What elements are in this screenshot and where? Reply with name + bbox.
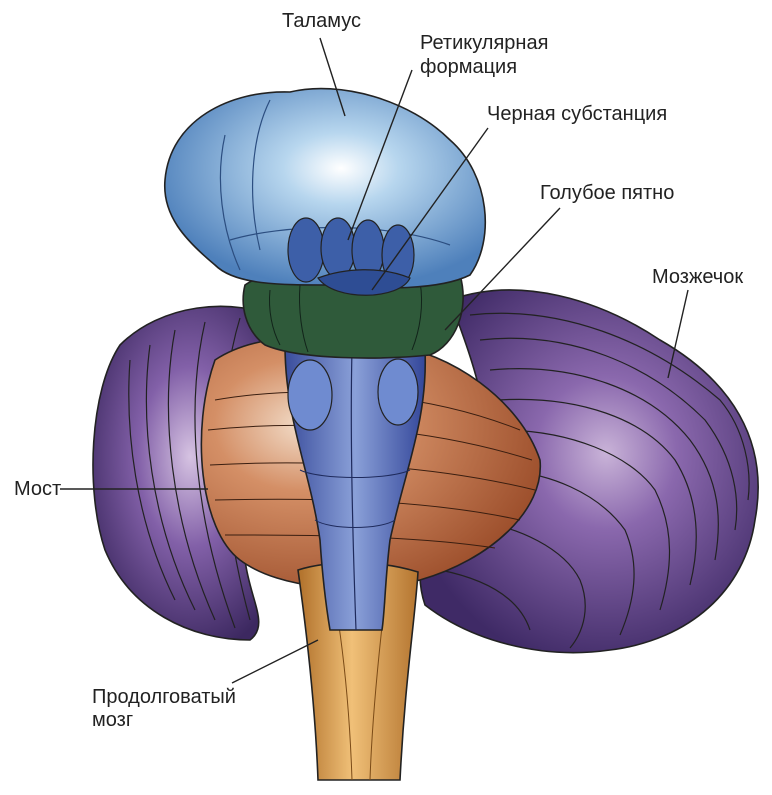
label-thalamus: Таламус bbox=[282, 10, 361, 32]
label-substantia-nigra: Черная субстанция bbox=[487, 103, 667, 125]
label-medulla-line1: Продолговатый bbox=[92, 686, 236, 708]
label-reticular-formation-line1: Ретикулярная bbox=[420, 32, 548, 54]
label-pons: Мост bbox=[14, 478, 61, 500]
label-cerebellum: Мозжечок bbox=[652, 266, 743, 288]
label-medulla-line2: мозг bbox=[92, 709, 133, 731]
label-reticular-formation-line2: формация bbox=[420, 56, 517, 78]
label-locus-coeruleus: Голубое пятно bbox=[540, 182, 674, 204]
leader-medulla bbox=[232, 640, 318, 683]
